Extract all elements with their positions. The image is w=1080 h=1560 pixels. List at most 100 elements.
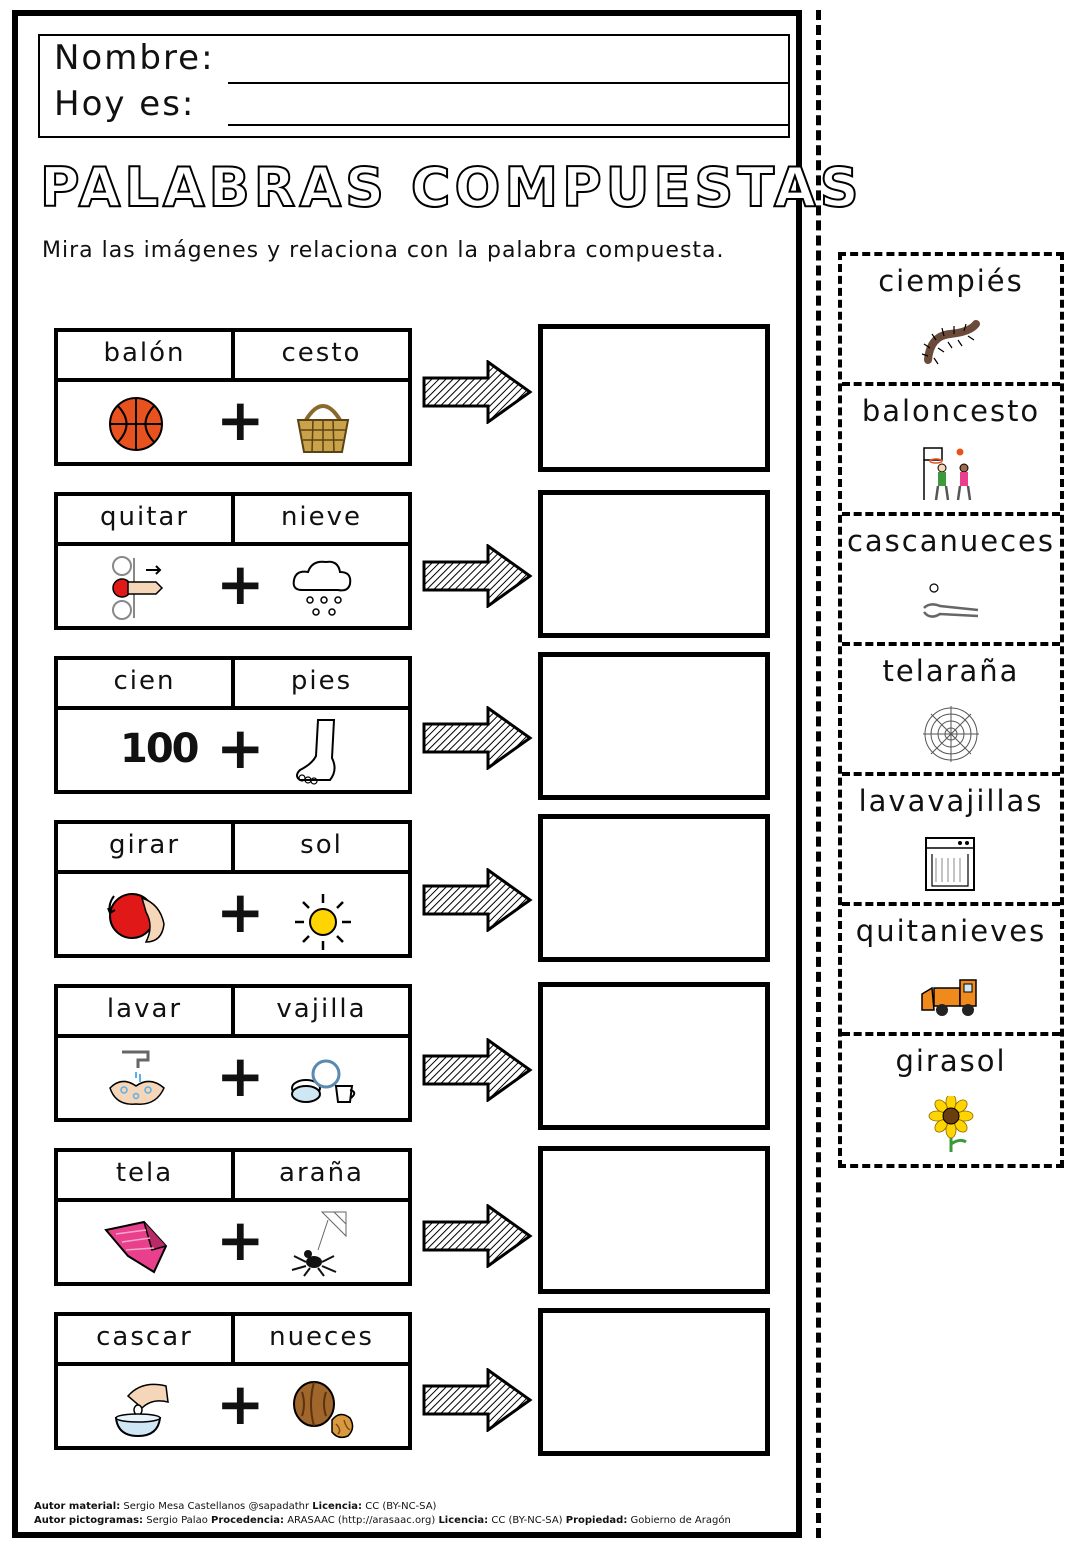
plus-sign: + [216,1042,265,1110]
cut-line [816,10,821,1538]
snowplow-icon [921,979,977,1016]
card-header: quitar nieve [58,496,408,546]
card-word-1: quitar [58,496,235,542]
tile-word: baloncesto [861,394,1041,428]
arrow-right-icon [422,360,533,424]
credits-segment: Propiedad: [565,1515,628,1526]
card-word-1: tela [58,1152,235,1198]
card-word-1: balón [58,332,235,378]
credits-segment: Autor material: [34,1501,121,1512]
card-word-2: pies [290,666,353,696]
plus-sign: + [216,1370,265,1438]
card-word-1: cien [58,660,235,706]
word-card-5: lavar vajilla + [54,984,412,1122]
card-header: girar sol [58,824,408,874]
arrow-right-icon [422,544,533,608]
arrow-right-icon [422,1368,533,1432]
card-word-2: nieve [280,502,363,532]
word-card-3: cien pies 100 + [54,656,412,794]
worksheet: Nombre: Hoy es: PALABRAS COMPUESTAS Mira… [12,10,860,1538]
nutcracker-icon [923,583,979,618]
credits-line-2: Autor pictogramas: Sergio Palao Proceden… [34,1514,731,1528]
word-card-2: quitar nieve + [54,492,412,630]
answer-tiles: ciempiés baloncesto cascanueces [838,252,1064,1168]
card-body: + [58,546,408,630]
credits-segment: CC (BY-NC-SA) [488,1515,566,1526]
credits: Autor material: Sergio Mesa Castellanos … [34,1500,731,1528]
credits-segment: CC (BY-NC-SA) [362,1501,437,1512]
date-label: Hoy es: [54,84,196,124]
plus-sign: + [216,714,265,782]
word-card-1: balón cesto + [54,328,412,466]
name-label: Nombre: [54,38,215,78]
card-body: 100 + [58,710,408,794]
basket-icon [296,404,350,453]
washing-hands-icon [109,1050,165,1105]
answer-tile-2[interactable]: baloncesto [842,386,1060,516]
word-card-6: tela araña + [54,1148,412,1286]
tile-word: cascanueces [846,524,1056,558]
card-body: + [58,1038,408,1122]
remove-hand-icon [112,556,164,620]
answer-box-2[interactable] [538,490,770,638]
tile-word: ciempiés [878,264,1024,298]
basketball-icon [109,397,163,451]
plus-sign: + [216,550,265,618]
snow-cloud-icon [292,560,352,616]
answer-box-1[interactable] [538,324,770,472]
answer-tile-3[interactable]: cascanueces [842,516,1060,646]
card-body: + [58,1366,408,1450]
credits-segment: Gobierno de Aragón [627,1515,731,1526]
word-card-4: girar sol + [54,820,412,958]
card-header: tela araña [58,1152,408,1202]
spider-icon [291,1211,347,1277]
card-header: lavar vajilla [58,988,408,1038]
tile-word: telaraña [882,654,1020,688]
card-word-2: cesto [281,338,362,368]
answer-box-7[interactable] [538,1308,770,1456]
credits-segment: Procedencia: [211,1515,285,1526]
arrow-right-icon [422,706,533,770]
answer-tile-6[interactable]: quitanieves [842,906,1060,1036]
sunflower-icon [928,1096,974,1152]
plus-sign: + [216,1206,265,1274]
dishwasher-icon [925,837,975,891]
arrow-right-icon [422,1038,533,1102]
card-word-1: lavar [58,988,235,1034]
credits-segment: Sergio Palao [143,1515,211,1526]
plus-sign: + [216,386,265,454]
card-body: + [58,382,408,466]
card-word-2: vajilla [276,994,367,1024]
name-field[interactable] [228,82,788,84]
tile-word: quitanieves [855,914,1047,948]
card-word-2: nueces [269,1322,374,1352]
basketball-players-icon [923,447,972,501]
answer-box-5[interactable] [538,982,770,1130]
answer-tile-1[interactable]: ciempiés [842,256,1060,386]
walnut-icon [293,1381,354,1439]
credits-segment: Licencia: [312,1501,363,1512]
answer-tile-7[interactable]: girasol [842,1036,1060,1166]
arrow-right-icon [422,868,533,932]
credits-line-1: Autor material: Sergio Mesa Castellanos … [34,1500,731,1514]
card-body: + [58,874,408,958]
spin-ball-icon [107,893,165,943]
arrow-right-icon [422,1204,533,1268]
date-field[interactable] [228,124,788,126]
card-header: cien pies [58,660,408,710]
centipede-icon [921,320,980,365]
credits-segment: Licencia: [438,1515,489,1526]
credits-segment: Autor pictogramas: [34,1515,144,1526]
card-word-2: sol [300,830,343,860]
number-hundred: 100 [120,726,199,772]
answer-box-6[interactable] [538,1146,770,1294]
answer-tile-4[interactable]: telaraña [842,646,1060,776]
tile-word: lavavajillas [858,784,1044,818]
cracking-hand-icon [114,1383,169,1438]
answer-tile-5[interactable]: lavavajillas [842,776,1060,906]
name-date-box: Nombre: Hoy es: [38,34,790,138]
answer-box-3[interactable] [538,652,770,800]
answer-box-4[interactable] [538,814,770,962]
dishes-icon [291,1059,356,1103]
card-word-1: girar [58,824,235,870]
